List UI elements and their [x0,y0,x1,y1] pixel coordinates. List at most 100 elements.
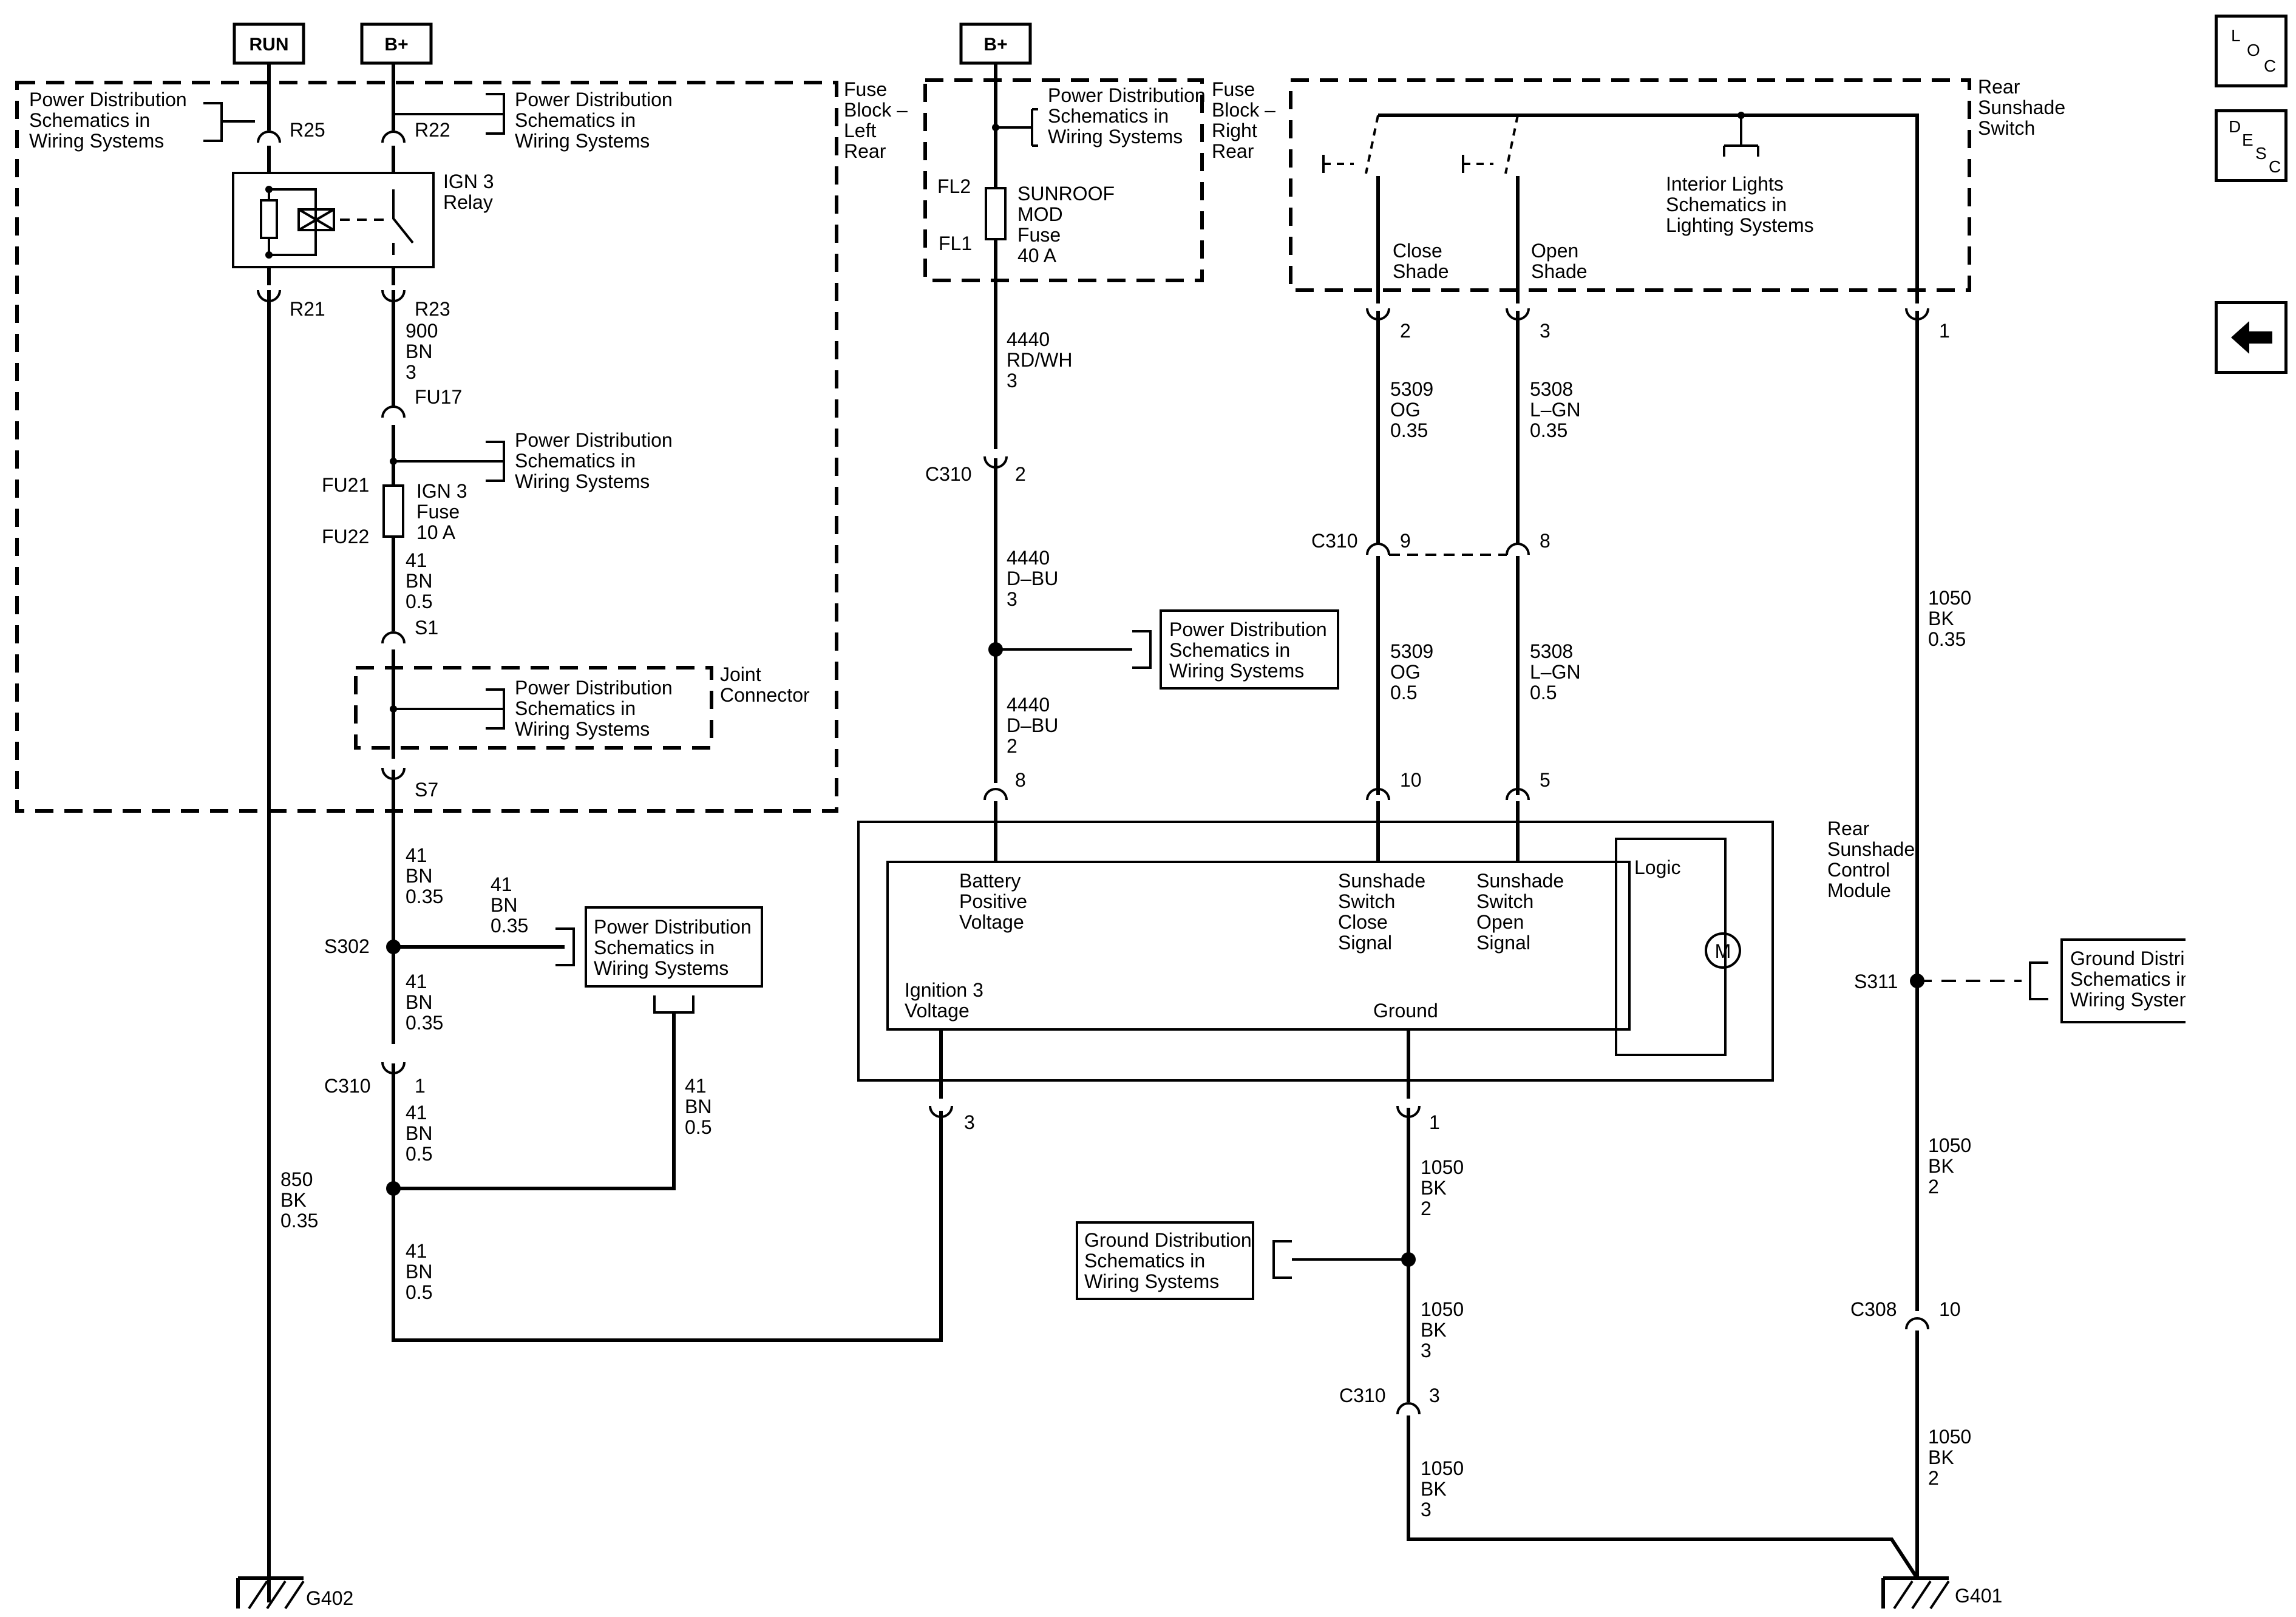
module-pin1: 1 [1429,1111,1440,1133]
wire-5309b-l2: OG [1390,661,1421,683]
ground-g402-label: G402 [306,1587,353,1609]
module-pin8: 8 [1015,769,1026,791]
wire-41-035c-l2: BN [406,991,432,1013]
wire-5308b-l3: 0.5 [1530,682,1557,703]
back-button[interactable] [2215,301,2288,374]
wire-1050-2b-l1: 1050 [1928,1134,1971,1156]
terminal-s311: S311 [1854,971,1898,992]
wire-41-05a-l1: 41 [406,549,427,571]
wire-5309b-l1: 5309 [1390,640,1433,662]
wire-5308b-l2: L–GN [1530,661,1581,683]
fuse-block-right-l1: Fuse [1212,78,1255,100]
ign3-voltage-l1: Ignition 3 [905,979,983,1001]
close-shade-l2: Shade [1393,260,1449,282]
rear-sunshade-control-module [857,821,1774,1082]
ign3-fuse [382,484,404,538]
wire-41-035a-l3: 0.35 [406,886,443,907]
wire-1050-2b-l3: 2 [1928,1176,1939,1198]
pds-note-fuse-right[interactable]: Power Distribution Schematics in Wiring … [996,84,1206,147]
pds-note-topleft[interactable]: Power Distribution Schematics in Wiring … [29,89,255,152]
module-label-l1: Rear [1827,818,1870,839]
c310-pin3-num: 3 [1429,1385,1440,1406]
fuse-block-right-l2: Block – [1212,99,1275,121]
c308-pin10-label: C308 [1850,1298,1897,1320]
wire-1050-2a-l2: BK [1421,1177,1447,1199]
svg-text:Wiring Systems: Wiring Systems [1084,1270,1219,1292]
wire-41-035a-l2: BN [406,865,432,887]
fuse-block-right-l4: Rear [1212,140,1254,162]
svg-text:Schematics in: Schematics in [1048,105,1169,127]
desc-letter-d: D [2229,117,2241,136]
pds-note-fu17[interactable]: Power Distribution Schematics in Wiring … [393,429,673,492]
desc-letter-e: E [2242,131,2254,149]
svg-text:Wiring Systems: Wiring Systems [1169,660,1304,682]
pds-note-r22[interactable]: Power Distribution Schematics in Wiring … [393,89,673,152]
ground-g401-label: G401 [1955,1585,2002,1607]
wire-41-035c-l1: 41 [406,971,427,992]
wire-1050-3a-l1: 1050 [1421,1298,1464,1320]
wire-4440-rdwh-l3: 3 [1007,370,1017,392]
location-button[interactable]: L O C [2215,15,2288,87]
svg-text:Power Distribution: Power Distribution [515,677,673,699]
fuse-block-left-l3: Left [844,120,876,141]
wire-5309a-l2: OG [1390,399,1421,421]
ild-note-l3: Lighting Systems [1666,214,1814,236]
gds-note-mid[interactable]: Ground Distribution Schematics in Wiring… [1076,1221,1408,1300]
ign3-fuse-l1: IGN 3 [416,480,467,502]
module-pin10: 10 [1400,769,1422,791]
relay-label-l2: Relay [443,191,493,213]
wire-5308a-l1: 5308 [1530,378,1573,400]
module-logic-block [1615,838,1727,1056]
close-sig-l3: Close [1338,911,1388,933]
wire-4440-dbu3-l1: 4440 [1007,547,1050,569]
wire-4440-dbu3-l2: D–BU [1007,568,1058,589]
svg-text:Wiring Systems: Wiring Systems [1048,126,1183,147]
run-source: RUN [233,22,305,65]
wire-1050-2c-l1: 1050 [1928,1426,1971,1448]
open-shade-switch [1462,115,1520,303]
sunroof-fuse-l4: 40 A [1017,245,1057,266]
battery-l2: Positive [959,890,1027,912]
wire-4440-rdwh-l2: RD/WH [1007,349,1072,371]
ild-note-l2: Schematics in [1666,194,1787,215]
svg-text:Wiring Systems: Wiring Systems [29,130,164,152]
fuse-block-left-l4: Rear [844,140,886,162]
wire-5308a-l2: L–GN [1530,399,1581,421]
c310-pin9-label: C310 [1311,530,1358,552]
motor-label: M [1715,940,1731,962]
terminal-fu17: FU17 [415,386,462,408]
wire-850-l2: BK [280,1189,307,1211]
svg-text:Schematics in: Schematics in [2070,968,2186,990]
battery-l3: Voltage [959,911,1024,933]
svg-text:Schematics in: Schematics in [515,697,636,719]
description-button[interactable]: D E S C [2215,109,2288,182]
ground-g401 [1881,1576,1950,1610]
fuse-block-left-l1: Fuse [844,78,887,100]
pds-note-joint[interactable]: Power Distribution Schematics in Wiring … [393,677,673,740]
wire-900-l3: 3 [406,361,416,383]
battery-l1: Battery [959,870,1021,892]
wire-41-035b-l1: 41 [491,873,512,895]
wire-41-05b-l1: 41 [406,1102,427,1124]
pds-note-4440[interactable]: Power Distribution Schematics in Wiring … [996,609,1339,690]
switch-label-l1: Rear [1978,76,2020,98]
c310-pin3-label: C310 [1339,1385,1386,1406]
wire-41-05c-l2: BN [685,1096,712,1117]
switch-label-l3: Switch [1978,117,2035,139]
svg-text:Wiring Systems: Wiring Systems [515,130,650,152]
wire-900-l1: 900 [406,320,438,342]
pds-note-s302[interactable]: Power Distribution Schematics in Wiring … [555,906,763,988]
ign3-fuse-l2: Fuse [416,501,460,523]
c310-pin8-num: 8 [1540,530,1550,552]
wire-1050-035-l2: BK [1928,608,1954,629]
gds-note-right[interactable]: Ground Distribution Schematics in Wiring… [1917,938,2186,1023]
rear-sunshade-switch-boundary [1289,78,1971,292]
wire-4440-dbu2-l3: 2 [1007,735,1017,757]
terminal-r21: R21 [290,298,325,320]
joint-connector-l2: Connector [720,684,810,706]
c310-pin2-label: C310 [925,463,972,485]
sunroof-fuse-l2: MOD [1017,203,1063,225]
switch-pin1: 1 [1939,320,1950,342]
bplus-right-label: B+ [983,35,1007,55]
open-shade-l1: Open [1531,240,1578,262]
